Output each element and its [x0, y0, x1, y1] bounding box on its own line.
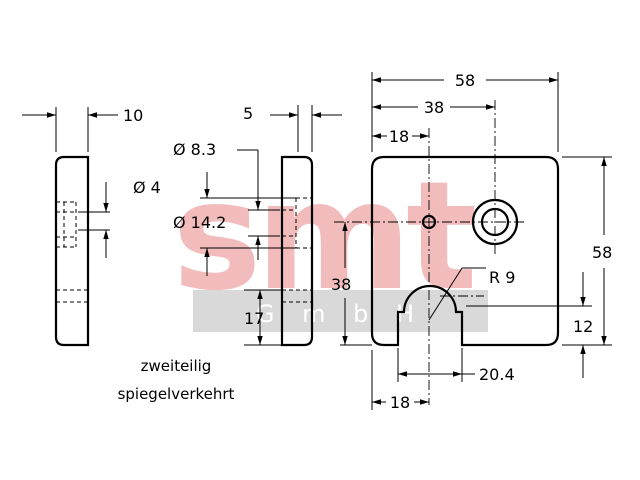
dim-overall-height: 58 [592, 243, 612, 262]
right-side-view [200, 105, 342, 347]
dim-hole-bore: Ø 8.3 [173, 140, 216, 159]
front-view [334, 72, 612, 410]
watermark-band [193, 290, 488, 332]
dim-notch-width: 20.4 [479, 365, 515, 384]
dim-notch-height: 12 [573, 317, 593, 336]
dim-hole-small: Ø 4 [133, 178, 161, 197]
dim-hole-counterbore: Ø 14.2 [173, 213, 226, 232]
dim-notch-x: 18 [390, 393, 410, 412]
note-line-1: zweiteilig [141, 357, 212, 375]
dim-notch-radius: R 9 [489, 268, 515, 287]
dim-side-height: 17 [244, 309, 264, 328]
dim-hole-height: 38 [331, 275, 351, 294]
dim-small-hole-x: 18 [389, 127, 409, 146]
left-side-view [22, 107, 118, 347]
dim-side-left-width: 10 [123, 106, 143, 125]
dim-overall-width: 58 [455, 71, 475, 90]
dim-side-right-width: 5 [243, 104, 253, 123]
dim-bore-x: 38 [424, 98, 444, 117]
note-line-2: spiegelverkehrt [118, 385, 235, 403]
watermark: smt G m b H [172, 150, 488, 332]
